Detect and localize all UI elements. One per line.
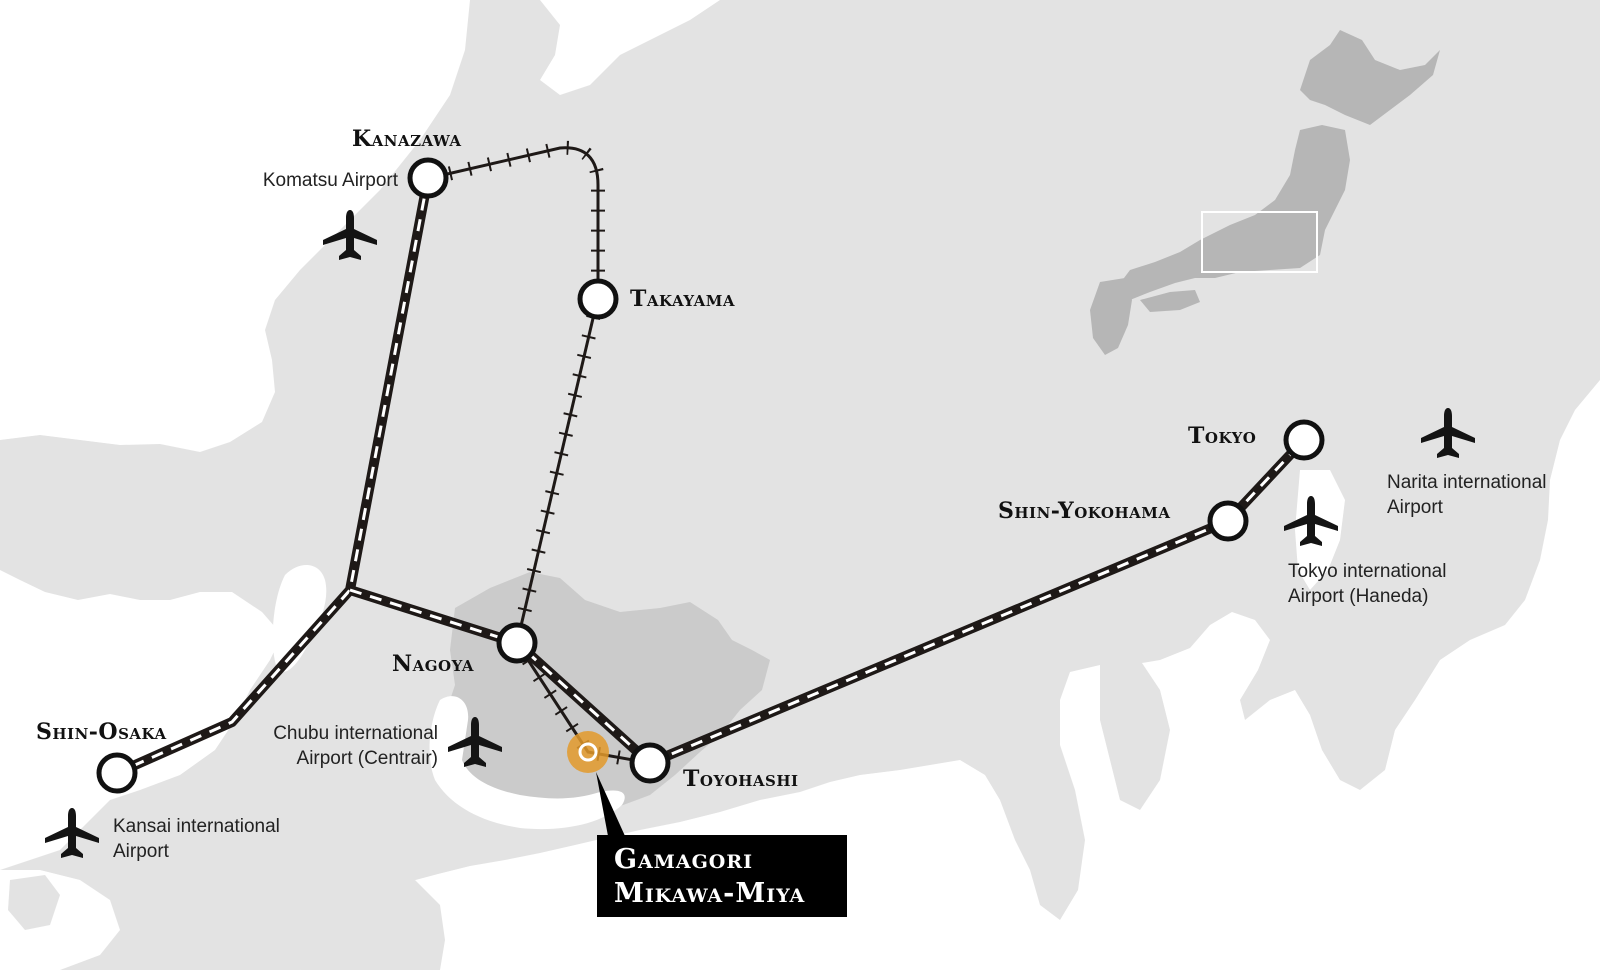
station-marker-nagoya[interactable] bbox=[496, 622, 538, 664]
airport-label-chubu-line2: Airport (Centrair) bbox=[297, 748, 438, 769]
airport-label-kansai-line2: Airport bbox=[113, 841, 170, 862]
destination-dot bbox=[578, 742, 598, 762]
station-marker-kanazawa[interactable] bbox=[407, 157, 449, 199]
sea-bay bbox=[540, 0, 720, 95]
inset-hokkaido bbox=[1300, 30, 1440, 125]
chiba-peninsula bbox=[1330, 550, 1420, 760]
airport-label-narita-line1: Narita international bbox=[1387, 472, 1546, 493]
destination-label-line2: Mikawa-Miya bbox=[614, 878, 805, 909]
destination-marker[interactable] bbox=[567, 731, 609, 773]
airport-label-komatsu: Komatsu Airport bbox=[263, 170, 399, 191]
station-marker-toyohashi[interactable] bbox=[629, 742, 671, 784]
kii-land bbox=[300, 880, 445, 970]
station-labels: Kanazawa Takayama Tokyo Shin-Yokohama Na… bbox=[36, 126, 1256, 792]
mikawa-bay bbox=[429, 696, 625, 830]
station-marker-takayama[interactable] bbox=[577, 278, 619, 320]
station-label-toyohashi: Toyohashi bbox=[683, 766, 799, 792]
callout-pointer bbox=[596, 772, 625, 836]
lake-biwa bbox=[272, 564, 327, 672]
callout-box bbox=[597, 835, 847, 917]
shinkansen-junction-toyohashi-tokyo-dash bbox=[349, 438, 1306, 765]
destination-halo bbox=[567, 731, 609, 773]
station-label-shin-yokohama: Shin-Yokohama bbox=[998, 498, 1171, 524]
station-label-tokyo: Tokyo bbox=[1188, 423, 1256, 449]
station-marker-shin-osaka[interactable] bbox=[96, 752, 138, 794]
shinkansen-kanazawa-junction-osaka-dash bbox=[116, 177, 430, 775]
awaji-island bbox=[8, 875, 60, 930]
izu-land bbox=[1100, 660, 1170, 810]
airport-label-narita-line2: Airport bbox=[1387, 497, 1444, 518]
inset-shikoku bbox=[1140, 290, 1200, 312]
station-label-nagoya: Nagoya bbox=[392, 651, 474, 677]
rail-kanazawa-takayama bbox=[429, 146, 600, 297]
station-label-takayama: Takayama bbox=[630, 286, 735, 312]
airport-label-chubu-line1: Chubu international bbox=[273, 723, 438, 744]
destination-callout[interactable]: Gamagori Mikawa-Miya bbox=[596, 772, 847, 917]
station-marker-tokyo[interactable] bbox=[1283, 419, 1325, 461]
airport-labels: Komatsu Airport Narita international Air… bbox=[113, 170, 1546, 862]
rail-takayama-nagoya bbox=[515, 296, 600, 644]
inset-focus-rectangle bbox=[1201, 211, 1318, 273]
station-marker-shin-yokohama[interactable] bbox=[1207, 500, 1249, 542]
station-markers bbox=[96, 157, 1325, 794]
destination-label-line1: Gamagori bbox=[614, 844, 753, 875]
inset-japan-map bbox=[1090, 30, 1440, 355]
airport-label-kansai-line1: Kansai international bbox=[113, 816, 280, 837]
inset-honshu bbox=[1115, 125, 1350, 300]
station-label-kanazawa: Kanazawa bbox=[352, 126, 461, 152]
inset-kyushu bbox=[1090, 278, 1132, 355]
station-label-shin-osaka: Shin-Osaka bbox=[36, 719, 167, 745]
airport-label-haneda-line1: Tokyo international bbox=[1288, 561, 1446, 582]
airport-label-haneda-line2: Airport (Haneda) bbox=[1288, 586, 1428, 607]
